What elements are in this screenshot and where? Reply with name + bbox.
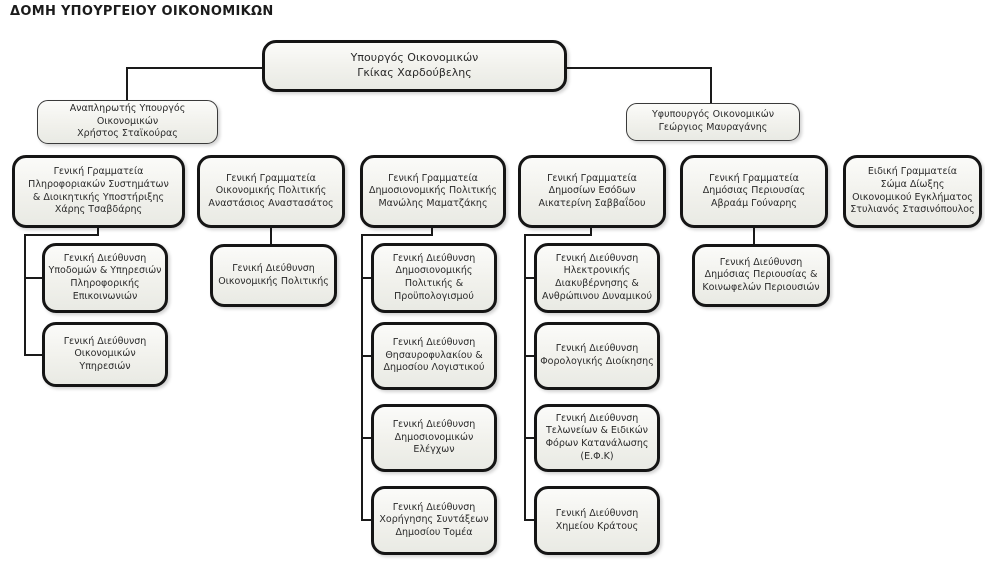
connector-col3-top <box>361 234 433 236</box>
connector-col2-stem <box>270 227 272 245</box>
org-node-minister: Υπουργός Οικονομικών Γκίκας Χαρδούβελης <box>262 40 567 92</box>
org-node-deputy-minister: Αναπληρωτής Υπουργός Οικονομικών Χρήστος… <box>37 100 218 144</box>
org-node-secretariat-1: Γενική Γραμματεία Πληροφοριακών Συστημάτ… <box>12 155 185 228</box>
org-node-secretariat-6: Ειδική Γραμματεία Σώμα Δίωξης Οικονομικο… <box>843 155 982 228</box>
connector-col3-stub4 <box>361 519 372 521</box>
org-node-directorate-5-1: Γενική Διεύθυνση Δημόσιας Περιουσίας & Κ… <box>692 244 830 307</box>
org-node-directorate-3-3: Γενική Διεύθυνση Δημοσιονομικών Ελέγχων <box>371 404 497 472</box>
org-node-directorate-3-2: Γενική Διεύθυνση Θησαυροφυλακίου & Δημοσ… <box>371 322 497 390</box>
connector-minister-deputy-v <box>126 67 128 101</box>
org-node-secretariat-2: Γενική Γραμματεία Οικονομικής Πολιτικής … <box>197 155 345 228</box>
connector-col3-stem <box>431 227 433 236</box>
org-node-directorate-4-2: Γενική Διεύθυνση Φορολογικής Διοίκησης <box>534 322 660 390</box>
org-node-directorate-4-1: Γενική Διεύθυνση Ηλεκτρονικής Διακυβέρνη… <box>534 243 660 313</box>
org-node-directorate-4-3: Γενική Διεύθυνση Τελωνείων & Ειδικών Φόρ… <box>534 404 660 472</box>
connector-col1-stem <box>97 227 99 236</box>
page-title: ΔΟΜΗ ΥΠΟΥΡΓΕΙΟΥ ΟΙΚΟΝΟΜΙΚΩΝ <box>10 4 274 19</box>
connector-col3-stub2 <box>361 355 372 357</box>
connector-col4-top <box>524 234 592 236</box>
org-node-directorate-3-1: Γενική Διεύθυνση Δημοσιονομικής Πολιτική… <box>371 243 497 313</box>
connector-col4-stub1 <box>524 277 535 279</box>
org-node-directorate-1-2: Γενική Διεύθυνση Οικονομικών Υπηρεσιών <box>42 322 168 387</box>
org-node-secretariat-5: Γενική Γραμματεία Δημόσιας Περιουσίας Αβ… <box>680 155 828 228</box>
connector-col1-stub1 <box>24 277 43 279</box>
connector-minister-vice-h <box>566 67 712 69</box>
connector-minister-deputy-h <box>127 67 263 69</box>
connector-col4-rail <box>524 234 526 521</box>
connector-minister-vice-v <box>710 67 712 104</box>
connector-col3-stub1 <box>361 277 372 279</box>
org-node-directorate-2-1: Γενική Διεύθυνση Οικονομικής Πολιτικής <box>210 244 337 307</box>
connector-col4-stub2 <box>524 355 535 357</box>
org-node-vice-minister: Υφυπουργός Οικονομικών Γεώργιος Μαυραγάν… <box>626 103 800 141</box>
connector-col4-stem <box>590 227 592 236</box>
connector-col4-stub3 <box>524 437 535 439</box>
connector-col3-rail <box>361 234 363 521</box>
connector-col1-rail <box>24 234 26 356</box>
connector-col1-top <box>24 234 99 236</box>
connector-col1-stub2 <box>24 354 43 356</box>
org-node-directorate-1-1: Γενική Διεύθυνση Υποδομών & Υπηρεσιών Πλ… <box>42 243 168 313</box>
connector-col3-stub3 <box>361 437 372 439</box>
org-node-secretariat-3: Γενική Γραμματεία Δημοσιονομικής Πολιτικ… <box>360 155 506 228</box>
connector-col5-stem <box>753 227 755 245</box>
connector-col4-stub4 <box>524 519 535 521</box>
org-node-directorate-4-4: Γενική Διεύθυνση Χημείου Κράτους <box>534 486 660 555</box>
org-node-directorate-3-4: Γενική Διεύθυνση Χορήγησης Συντάξεων Δημ… <box>371 486 497 555</box>
org-node-secretariat-4: Γενική Γραμματεία Δημοσίων Εσόδων Αικατε… <box>518 155 666 228</box>
